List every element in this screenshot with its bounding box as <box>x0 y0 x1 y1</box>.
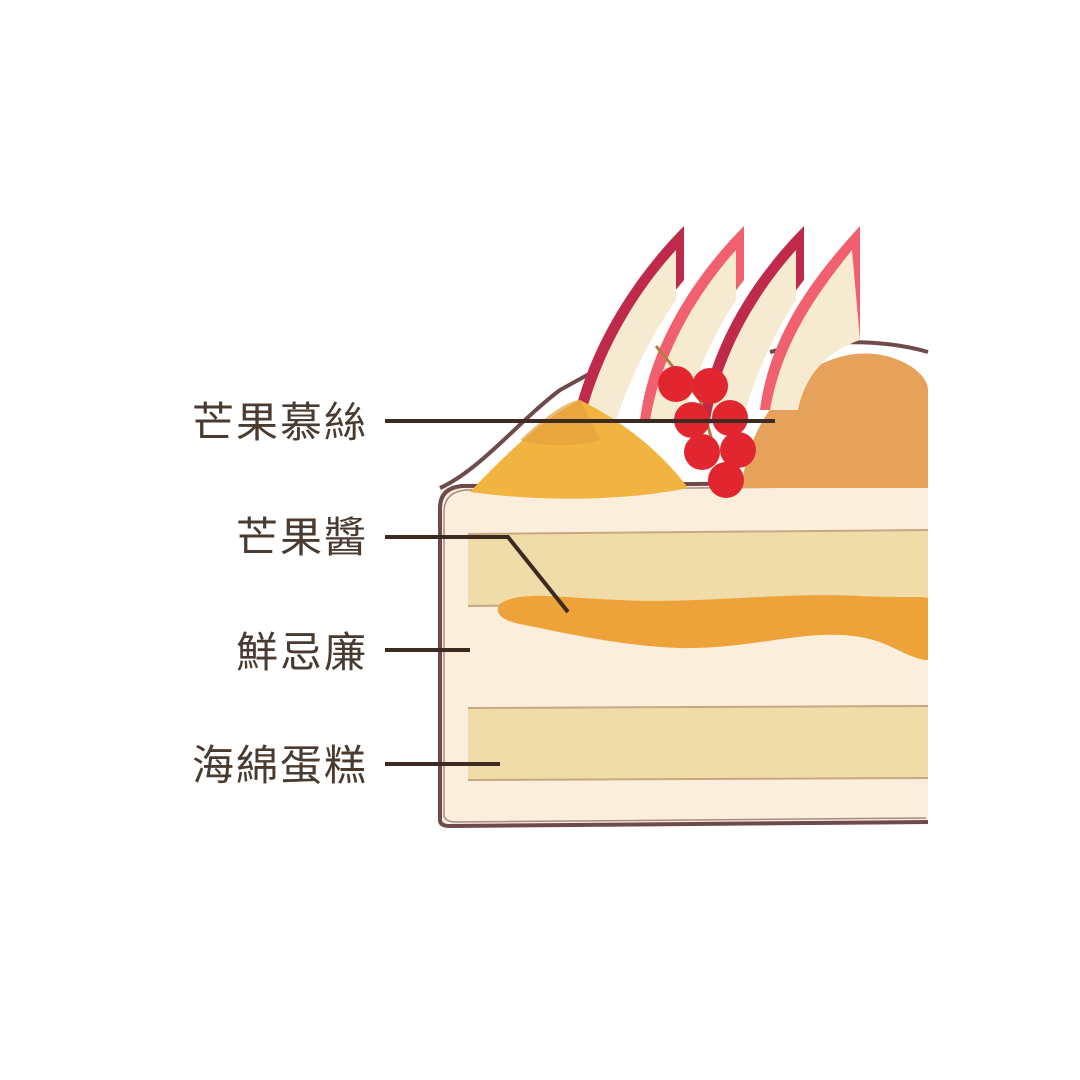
label-mango-mousse: 芒果慕絲 <box>191 398 368 447</box>
sponge-layer-top <box>468 530 928 606</box>
label-sponge-cake: 海綿蛋糕 <box>191 741 368 790</box>
cake-top-outline <box>439 366 601 490</box>
cake-outline-sketch <box>443 485 927 823</box>
label-mango-jam: 芒果醬 <box>235 513 368 562</box>
redcurrant-cluster <box>654 345 756 498</box>
leader-lines <box>385 419 775 766</box>
mango-jam-layer <box>497 595 928 660</box>
mango-dome <box>742 353 928 488</box>
mango-slice <box>470 400 688 499</box>
label-fresh-cream: 鮮忌廉 <box>235 628 368 677</box>
sponge-layer-bottom <box>468 706 928 780</box>
cake-outline <box>438 480 929 828</box>
leader-line-mango-jam <box>385 535 570 614</box>
